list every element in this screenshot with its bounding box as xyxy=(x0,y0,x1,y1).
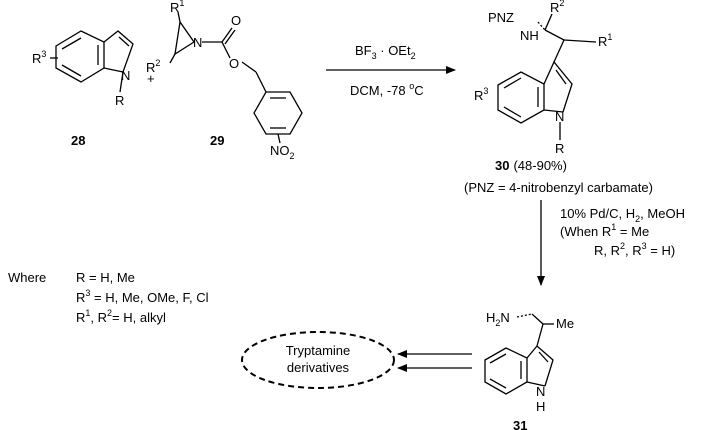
atom-n-29: N xyxy=(193,35,202,50)
benzene-ring-30 xyxy=(497,71,545,124)
where-label: Where xyxy=(8,270,46,285)
where-r3-definition: R3 = H, Me, OMe, F, Cl xyxy=(76,288,209,305)
pnz-group: PNZ xyxy=(488,10,514,25)
target-ellipse xyxy=(241,331,395,389)
reagent-bf3-oet2: BF3 · OEt2 xyxy=(355,43,416,61)
pyrrole-ring-30 xyxy=(543,60,573,113)
target-line-2: derivatives xyxy=(287,360,350,375)
compound-31-label: 31 xyxy=(513,418,527,430)
r2-substituent-29: R2 xyxy=(146,58,160,75)
compound-31-structure xyxy=(484,313,554,395)
r2-substituent-30: R2 xyxy=(550,0,564,15)
atom-n-31: N xyxy=(536,384,545,399)
pyrrole-ring xyxy=(103,30,134,73)
aziridine-ring xyxy=(174,20,195,56)
target-line-1: Tryptamine xyxy=(286,343,351,358)
atom-r-30: R xyxy=(555,141,564,156)
atom-n-28: N xyxy=(121,68,130,83)
atom-r-28: R xyxy=(115,93,124,108)
atom-h-31: H xyxy=(536,399,545,414)
r1-substituent-29: R1 xyxy=(170,0,184,15)
condition-substituents: R, R2, R3 = H) xyxy=(594,241,675,258)
atom-ester-o-29: O xyxy=(229,56,239,71)
pnz-definition: (PNZ = 4-nitrobenzyl carbamate) xyxy=(464,180,653,195)
compound-29-label: 29 xyxy=(210,133,224,148)
atom-n-30: N xyxy=(555,109,564,124)
nitro-group-29: NO2 xyxy=(270,143,295,161)
compound-30-label: 30(48-90%) xyxy=(495,158,567,173)
reagent-hydrogenation: 10% Pd/C, H2, MeOH xyxy=(560,206,685,224)
reagent-conditions: DCM, -78 oC xyxy=(350,81,424,98)
amine-group-31: H2N xyxy=(486,310,510,328)
compound-28-label: 28 xyxy=(71,133,85,148)
r3-substituent-28: R3 xyxy=(32,49,46,66)
compound-28-structure xyxy=(50,30,134,93)
compound-29-structure xyxy=(169,11,303,144)
nitrophenyl-ring xyxy=(253,91,303,135)
plus-sign: + xyxy=(147,71,155,86)
condition-when: (When R1 = Me xyxy=(560,222,649,239)
where-r1-r2-definition: R1, R2= H, alkyl xyxy=(76,308,166,325)
pyrrole-ring-31 xyxy=(526,345,554,387)
r3-substituent-30: R3 xyxy=(474,86,488,103)
atom-carbonyl-o-29: O xyxy=(231,13,241,28)
compound-30-structure xyxy=(497,13,597,140)
r1-substituent-30: R1 xyxy=(598,32,612,49)
where-r-definition: R = H, Me xyxy=(76,270,135,285)
atom-nh-30: NH xyxy=(520,28,539,43)
methyl-group-31: Me xyxy=(556,316,574,331)
